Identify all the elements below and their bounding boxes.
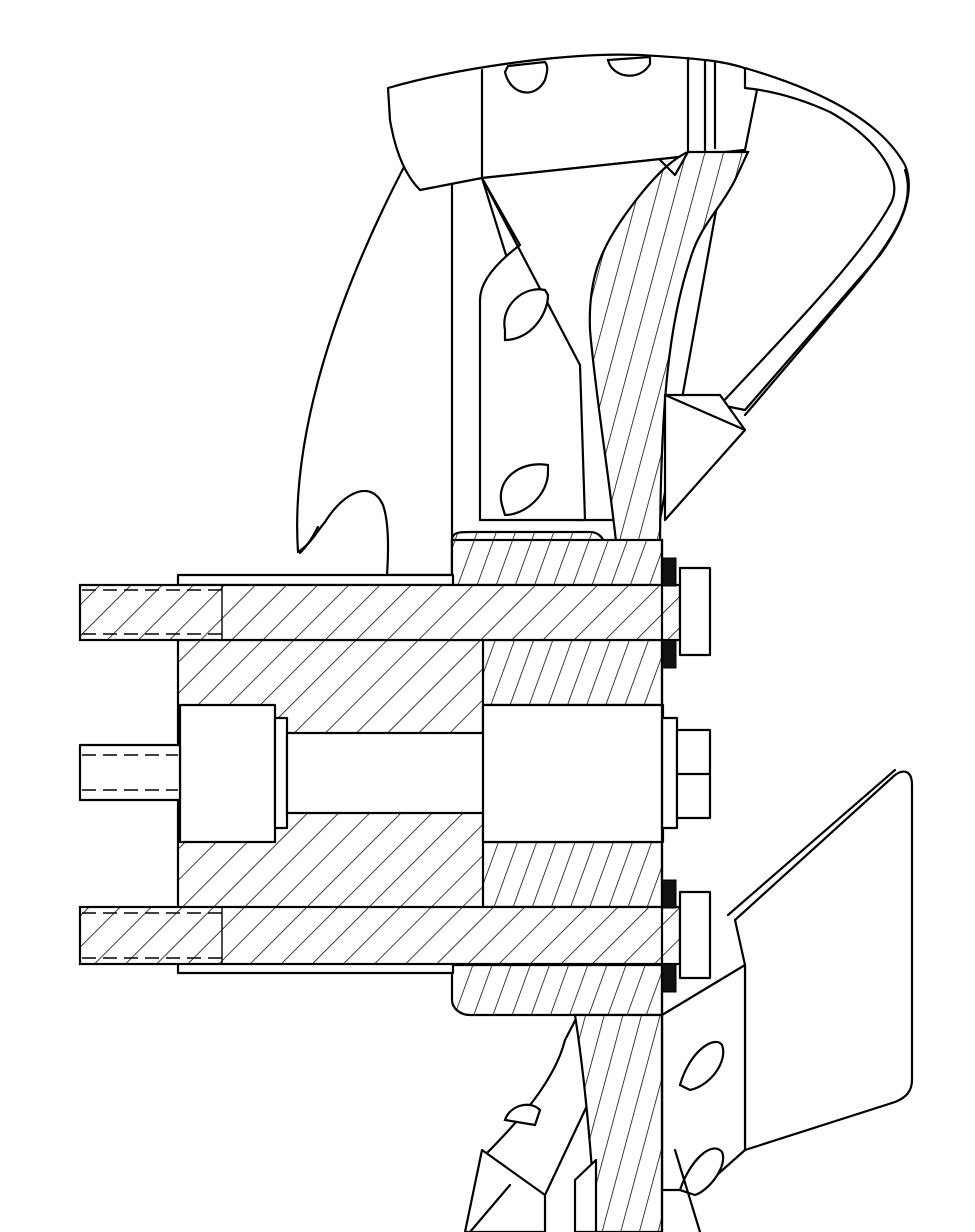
tine-hole-1 <box>503 60 549 94</box>
lower-curved-tine <box>463 768 914 1232</box>
lower-through-bolt <box>78 890 712 980</box>
upper-curved-tine <box>296 53 910 577</box>
plate-hole-2 <box>678 1147 725 1197</box>
sealing-washers <box>661 557 677 993</box>
screw-shank <box>285 731 486 815</box>
center-bore <box>481 703 665 844</box>
arm-hole-2 <box>499 463 550 517</box>
arm-lower-hole <box>503 1103 542 1127</box>
plate-hole-1 <box>678 1040 725 1092</box>
screw-head <box>178 703 277 844</box>
tine-hole-2 <box>606 55 652 77</box>
tine-mounting-arm <box>450 530 664 1017</box>
center-socket-cap-screw <box>78 743 182 802</box>
arm-hole-1 <box>503 288 550 342</box>
upper-through-bolt <box>78 566 712 657</box>
hex-nut <box>675 728 712 820</box>
